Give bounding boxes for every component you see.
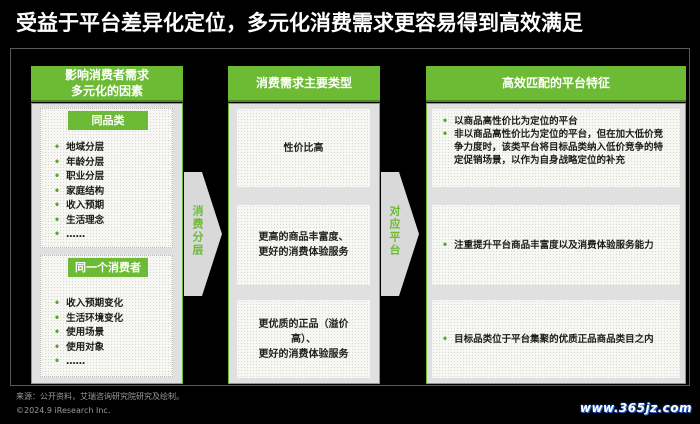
factors-header-line2: 多元化的因素 (70, 84, 143, 98)
list-item: 收入预期 (54, 199, 169, 214)
list-item: 收入预期变化 (54, 297, 169, 312)
watermark: www.365jz.com (579, 401, 692, 415)
feature-card-3: 目标品类位于平台集聚的优质正品商品类目之内 (432, 300, 680, 378)
list-item: 家庭结构 (54, 185, 169, 200)
demand-card-3-line2: 更好的消费体验服务 (258, 348, 349, 360)
list-item: …… (54, 228, 169, 243)
demand-card-3-line1: 更优质的正品（溢价高）、 (258, 318, 349, 345)
demand-card-2-line1: 更高的商品丰富度、 (258, 232, 349, 243)
list-item: 职业分层 (54, 170, 169, 185)
copyright: ©2024.9 iResearch Inc. (16, 406, 111, 415)
factors-header-line1: 影响消费者需求 (64, 68, 149, 82)
list-item: 使用对象 (54, 341, 169, 356)
list-item: 地域分层 (54, 141, 169, 156)
demand-card-3: 更优质的正品（溢价高）、 更好的消费体验服务 (237, 300, 370, 378)
chevron-arrow-icon (184, 172, 222, 296)
list-item: 生活理念 (54, 214, 169, 229)
same-consumer-label: 同一个消费者 (68, 258, 148, 277)
source-note: 来源：公开资料，艾瑞咨询研究院研究及绘制。 (16, 392, 184, 401)
list-item: 注重提升平台商品丰富度以及消费体验服务能力 (442, 239, 654, 252)
factors-header: 影响消费者需求 多元化的因素 (31, 66, 183, 102)
demand-card-2: 更高的商品丰富度、 更好的消费体验服务 (237, 205, 370, 285)
demand-card-1: 性价比高 (237, 109, 370, 187)
demand-types-header: 消费需求主要类型 (228, 66, 380, 102)
chevron-arrow-icon (381, 172, 419, 296)
demand-card-1-text: 性价比高 (283, 142, 324, 154)
same-category-label: 同品类 (68, 111, 148, 130)
feature-card-1-list: 以商品高性价比为定位的平台 非以商品高性价比为定位的平台，但在加大低价竞争力度时… (442, 115, 670, 167)
diagram-frame (10, 48, 690, 386)
list-item: 年龄分层 (54, 156, 169, 171)
feature-card-1: 以商品高性价比为定位的平台 非以商品高性价比为定位的平台，但在加大低价竞争力度时… (432, 109, 680, 187)
list-item: …… (54, 355, 169, 370)
demand-card-2-line2: 更好的消费体验服务 (258, 247, 349, 258)
list-item: 以商品高性价比为定位的平台 (442, 115, 670, 128)
arrow-label-consumption-layers: 消费分层 (191, 205, 204, 257)
list-item: 使用场景 (54, 326, 169, 341)
feature-card-2: 注重提升平台商品丰富度以及消费体验服务能力 (432, 205, 680, 285)
list-item: 生活环境变化 (54, 312, 169, 327)
feature-card-3-list: 目标品类位于平台集聚的优质正品商品类目之内 (442, 333, 654, 346)
page-title: 受益于平台差异化定位，多元化消费需求更容易得到高效满足 (16, 11, 583, 35)
platform-features-header: 高效匹配的平台特征 (426, 66, 686, 102)
arrow-label-matching-platform: 对应平台 (388, 205, 401, 257)
same-consumer-list: 收入预期变化 生活环境变化 使用场景 使用对象 …… (54, 297, 169, 370)
list-item: 目标品类位于平台集聚的优质正品商品类目之内 (442, 333, 654, 346)
list-item: 非以商品高性价比为定位的平台，但在加大低价竞争力度时，该类平台将目标品类纳入低价… (442, 128, 670, 167)
feature-card-2-list: 注重提升平台商品丰富度以及消费体验服务能力 (442, 239, 654, 252)
same-category-list: 地域分层 年龄分层 职业分层 家庭结构 收入预期 生活理念 …… (54, 141, 169, 243)
